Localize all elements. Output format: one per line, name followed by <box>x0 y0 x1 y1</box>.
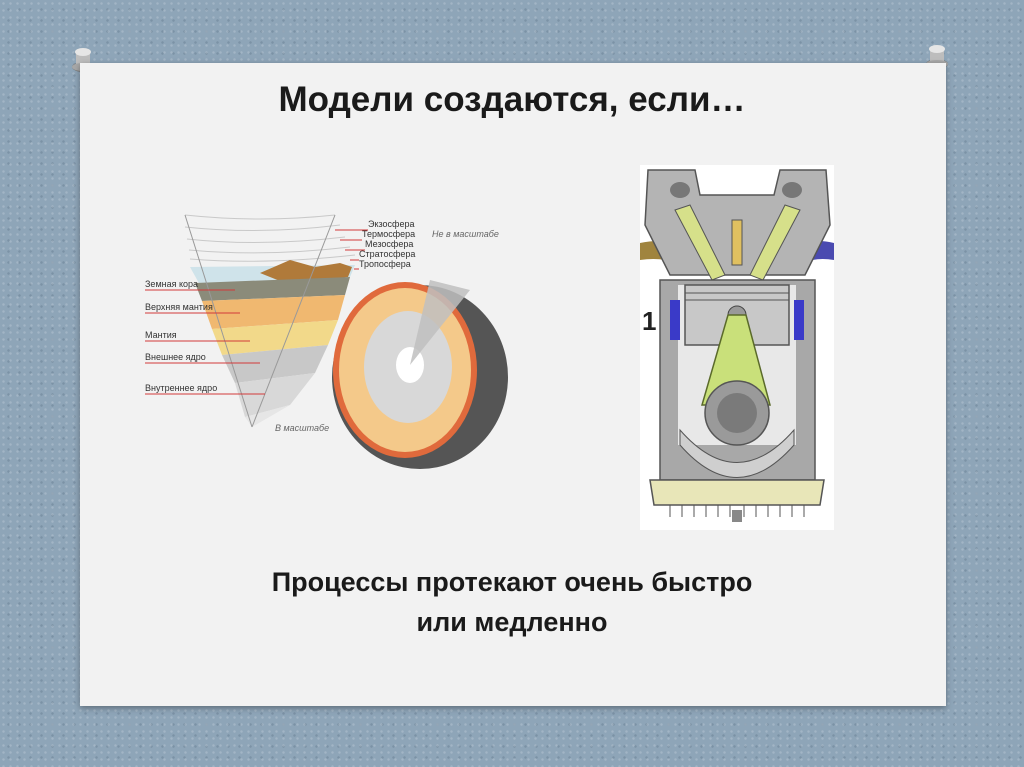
label-crust: Земная кора <box>145 279 198 289</box>
caption-line-2: или медленно <box>0 602 1024 642</box>
engine-cylinder-diagram: 1 <box>640 165 834 530</box>
slide-caption: Процессы протекают очень быстро или медл… <box>0 562 1024 642</box>
earth-structure-diagram: Экзосфера Термосфера Мезосфера Стратосфе… <box>140 205 540 475</box>
label-mantle: Мантия <box>145 330 177 340</box>
note-not-to-scale: Не в масштабе <box>432 229 499 239</box>
slide-title: Модели создаются, если… <box>0 80 1024 120</box>
label-mesosphere: Мезосфера <box>365 239 413 249</box>
stroke-number: 1 <box>642 306 656 336</box>
label-troposphere: Тропосфера <box>359 259 411 269</box>
label-thermosphere: Термосфера <box>362 229 415 239</box>
note-to-scale: В масштабе <box>275 423 329 433</box>
label-stratosphere: Стратосфера <box>359 249 415 259</box>
label-exosphere: Экзосфера <box>368 219 414 229</box>
caption-line-1: Процессы протекают очень быстро <box>0 562 1024 602</box>
label-outer-core: Внешнее ядро <box>145 352 206 362</box>
atmosphere-labels: Экзосфера Термосфера Мезосфера Стратосфе… <box>359 219 415 269</box>
label-inner-core: Внутреннее ядро <box>145 383 217 393</box>
label-upper-mantle: Верхняя мантия <box>145 302 213 312</box>
